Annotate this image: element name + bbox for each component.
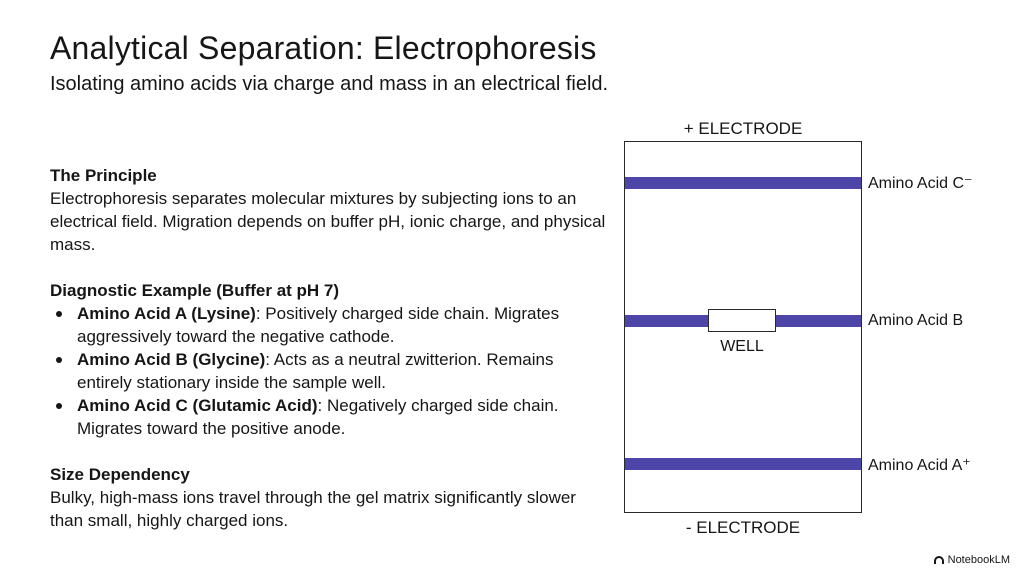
bullet-icon — [56, 403, 62, 409]
principle-body: Electrophoresis separates molecular mixt… — [50, 189, 606, 254]
gel-box — [624, 141, 862, 513]
negative-electrode-label: - ELECTRODE — [685, 518, 801, 537]
bullet-icon — [56, 357, 62, 363]
branding: NotebookLM — [933, 554, 1010, 566]
page-subtitle: Isolating amino acids via charge and mas… — [50, 73, 609, 95]
list-item-text: : Positively charged side chain. Migrate… — [77, 304, 560, 346]
band-amino-acid-a — [625, 458, 861, 470]
list-item-text: : Negatively charged side chain. Migrate… — [77, 396, 559, 438]
list-item: Amino Acid A (Lysine): Positively charge… — [50, 302, 610, 348]
example-section: Diagnostic Example (Buffer at pH 7) Amin… — [50, 279, 610, 440]
size-heading: Size Dependency — [50, 465, 190, 484]
principle-section: The Principle Electrophoresis separates … — [50, 164, 610, 256]
band-label-a: Amino Acid A⁺ — [868, 457, 971, 474]
list-item-label: Amino Acid B (Glycine) — [77, 350, 266, 369]
principle-heading: The Principle — [50, 166, 157, 185]
branding-label: NotebookLM — [947, 554, 1010, 566]
bullet-icon — [56, 311, 62, 317]
list-item-text: : Acts as a neutral zwitterion. Remains … — [77, 350, 554, 392]
positive-electrode-label: + ELECTRODE — [683, 119, 803, 138]
size-section: Size Dependency Bulky, high-mass ions tr… — [50, 463, 610, 532]
list-item: Amino Acid B (Glycine): Acts as a neutra… — [50, 348, 610, 394]
list-item: Amino Acid C (Glutamic Acid): Negatively… — [50, 394, 610, 440]
sample-well — [708, 309, 776, 332]
page-title: Analytical Separation: Electrophoresis — [50, 30, 597, 66]
notebooklm-logo-icon — [933, 556, 944, 564]
band-label-b: Amino Acid B — [868, 312, 964, 329]
well-label: WELL — [720, 338, 764, 355]
size-body: Bulky, high-mass ions travel through the… — [50, 488, 576, 530]
band-amino-acid-c — [625, 177, 861, 189]
band-label-c: Amino Acid C⁻ — [868, 175, 973, 192]
list-item-label: Amino Acid C (Glutamic Acid) — [77, 396, 318, 415]
text-column: The Principle Electrophoresis separates … — [50, 164, 610, 555]
list-item-label: Amino Acid A (Lysine) — [77, 304, 256, 323]
example-heading: Diagnostic Example (Buffer at pH 7) — [50, 281, 340, 300]
example-list: Amino Acid A (Lysine): Positively charge… — [50, 302, 610, 440]
